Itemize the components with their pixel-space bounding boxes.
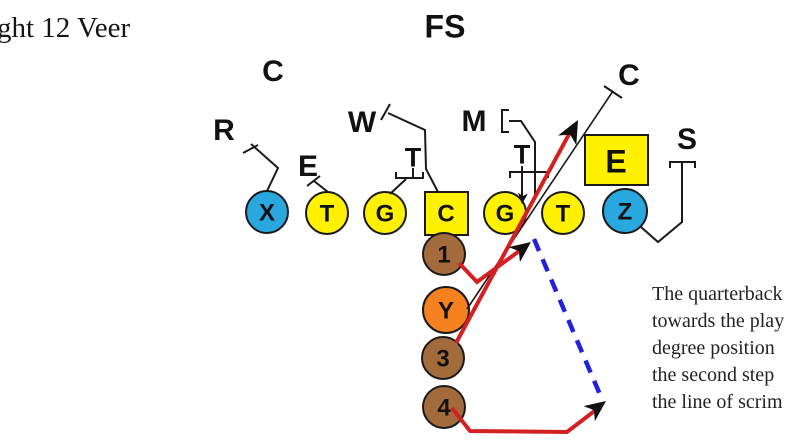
run-path-1-back [457,244,528,285]
player-LG [363,191,407,235]
pitch-path [531,238,604,398]
player-RT [541,191,585,235]
defender-label-E-boxed: E [605,144,626,180]
play-title: ght 12 Veer [0,12,131,44]
defender-box-E-boxed [584,134,649,186]
player-B1 [422,232,466,276]
player-label-B1: 1 [437,242,450,269]
arrowhead-3-back [558,120,578,146]
note-paragraph: The quarterback towards the play degree … [652,281,800,416]
player-label-LT: T [320,201,335,228]
player-label-Z: Z [618,199,633,226]
note-line: the line of scrim [652,391,783,413]
block-line-lt-to-e [313,180,329,193]
player-label-X: X [259,200,275,227]
defender-label-C-right: C [618,59,640,92]
player-label-B3: 3 [436,346,449,373]
defender-label-M: M [462,105,487,138]
block-cap-r [242,144,259,154]
player-Y [422,286,470,334]
block-cap-t-left [395,172,424,179]
defender-label-T-left: T [405,143,422,173]
block-cap-m-bracket [501,109,509,133]
defender-label-S: S [677,123,697,156]
run-path-4-back [450,404,603,435]
player-label-RG: G [496,201,515,228]
run-path-3-back [454,124,576,344]
block-cap-w [380,103,391,121]
block-line-c-to-w [387,112,439,193]
block-line-x-to-r [250,143,280,192]
defender-label-C-left: C [262,55,284,88]
player-label-Y: Y [438,298,454,325]
block-cap-t-right [509,171,549,178]
player-label-LG: G [376,201,395,228]
player-label-B4: 4 [437,395,451,422]
defender-label-T-right: T [514,140,531,170]
defender-label-FS: FS [425,9,466,45]
block-line-z-to-s [640,163,683,244]
block-cap-c-right [603,85,623,99]
player-B3 [421,336,465,380]
player-Z [602,188,648,234]
player-B4 [422,385,466,429]
block-line-lg-to-t [389,178,407,195]
player-label-C: C [437,201,454,228]
defender-label-E-left: E [298,150,318,183]
defender-label-W: W [348,106,377,139]
note-line: degree position [652,337,775,359]
block-cap-s [669,161,696,168]
arrowhead-4-back [583,401,606,422]
note-line: The quarterback [652,283,783,305]
block-cap-e [306,175,321,187]
arrowhead-m-gap [518,192,528,204]
note-line: the second step [652,364,775,386]
arrowhead-1-back [508,242,531,263]
defender-label-R: R [213,114,235,147]
player-label-RT: T [556,201,571,228]
note-line: towards the play [652,310,785,332]
